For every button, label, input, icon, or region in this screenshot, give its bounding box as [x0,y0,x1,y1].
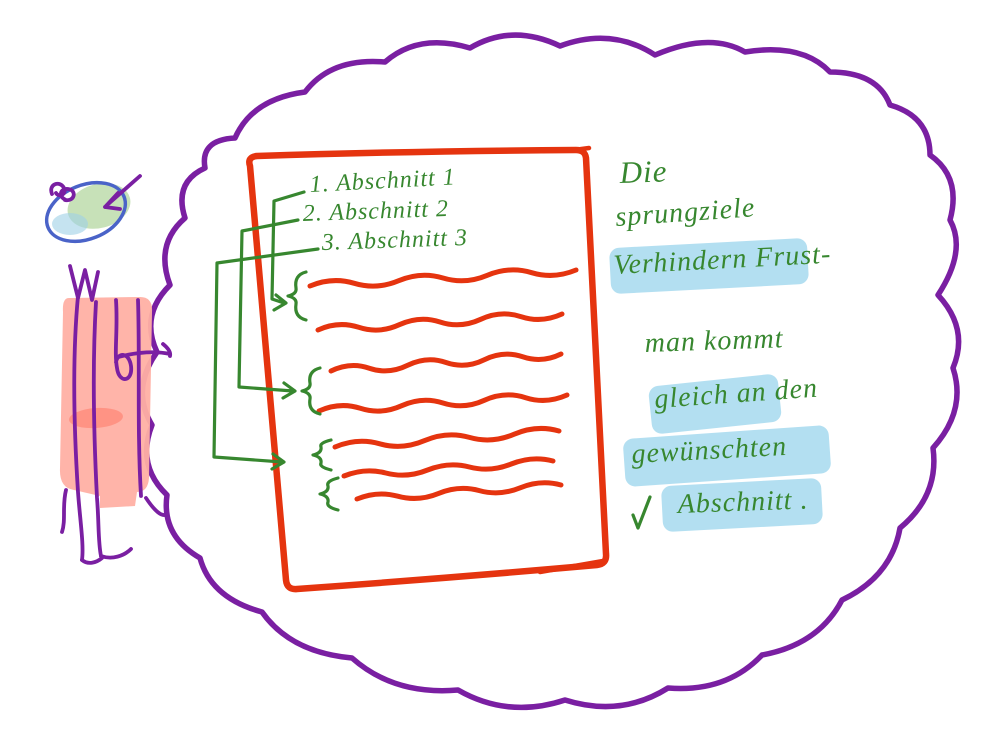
text-squiggle-line [354,480,564,502]
text-squiggle-line [332,425,562,450]
brace [318,476,340,512]
brace [286,270,308,322]
note-line: Abschnitt . [675,484,809,520]
head-outline [44,180,128,244]
note-line: Die [618,153,668,190]
chest-scribble [68,264,100,302]
toc-connectors [212,190,320,471]
check-flourish-icon [631,495,652,530]
head-shade [52,213,88,235]
highlight-mark [623,425,831,487]
text-squiggle-line [341,456,556,479]
toc-item-3: 3. Abschnitt 3 [320,225,468,256]
highlight-mark [609,238,809,294]
text-squiggle-line [316,392,570,414]
text-squiggle-line [328,351,564,374]
hair-curl-icon [49,181,67,198]
highlight-mark [648,374,782,434]
page-border-overdraw [537,145,606,575]
text-squiggle-line [307,267,579,289]
note-line: man kommt [644,323,784,359]
pointer-arrow-icon [103,174,142,211]
body-fill [59,297,153,508]
connector-arrow-3 [212,247,320,471]
toc-item-2: 2. Abschnitt 2 [302,196,449,227]
highlight-mark [661,478,823,532]
connector-arrow-2 [237,218,300,400]
page-border [246,146,610,593]
connector-arrow-1 [270,190,306,312]
brace [300,366,322,416]
arm-extended [116,342,173,359]
body-stroke-mid [91,300,103,558]
leg-flicks [60,488,169,534]
feet-stroke [80,547,133,565]
body-stroke-left [72,294,85,562]
toc: 1. Abschnitt 1 2. Abschnitt 2 3. Abschni… [302,164,468,256]
person-figure [44,174,173,565]
annotation-note: Die sprungziele Verhindern Frust- man ko… [609,153,832,532]
section-braces [286,270,340,512]
body-text-squiggles [307,267,579,502]
document-page: 1. Abschnitt 1 2. Abschnitt 2 3. Abschni… [212,145,610,593]
text-squiggle-line [315,311,565,333]
brace [311,438,333,472]
body-stroke-right [136,298,143,498]
